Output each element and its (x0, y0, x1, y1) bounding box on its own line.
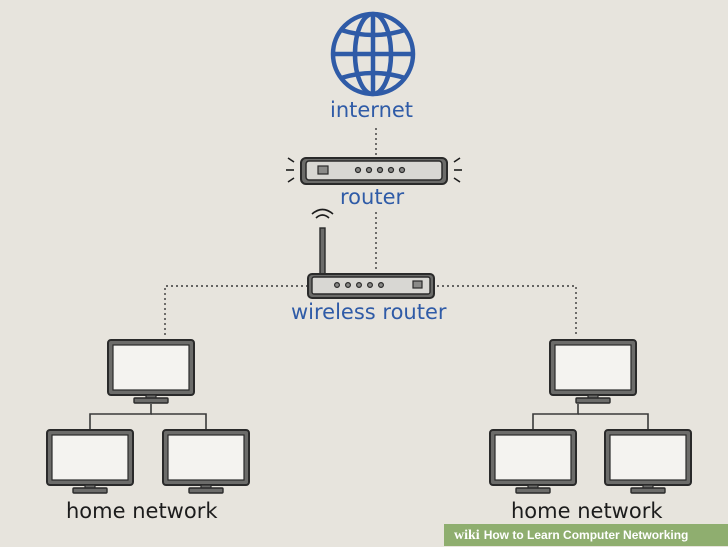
label-wireless-router: wireless router (291, 300, 447, 324)
link-wireless-left (164, 285, 308, 336)
label-internet: internet (330, 98, 414, 122)
label-router: router (340, 185, 405, 209)
router-icon (286, 157, 462, 185)
computer-monitor-icon (604, 429, 692, 494)
globe-icon (330, 11, 416, 97)
computer-monitor-icon (46, 429, 134, 494)
label-home-network-left: home network (66, 499, 218, 523)
computer-monitor-icon (107, 339, 195, 404)
home-network-lines (89, 404, 649, 430)
watermark-brand: wiki (454, 528, 480, 543)
watermark-title: How to Learn Computer Networking (483, 528, 689, 542)
computer-monitor-icon (489, 429, 577, 494)
wireless-router-icon (307, 208, 435, 299)
computer-monitor-icon (162, 429, 250, 494)
label-home-network-right: home network (511, 499, 663, 523)
link-wireless-right (432, 285, 577, 334)
computer-monitor-icon (549, 339, 637, 404)
connection-lines (164, 128, 577, 336)
